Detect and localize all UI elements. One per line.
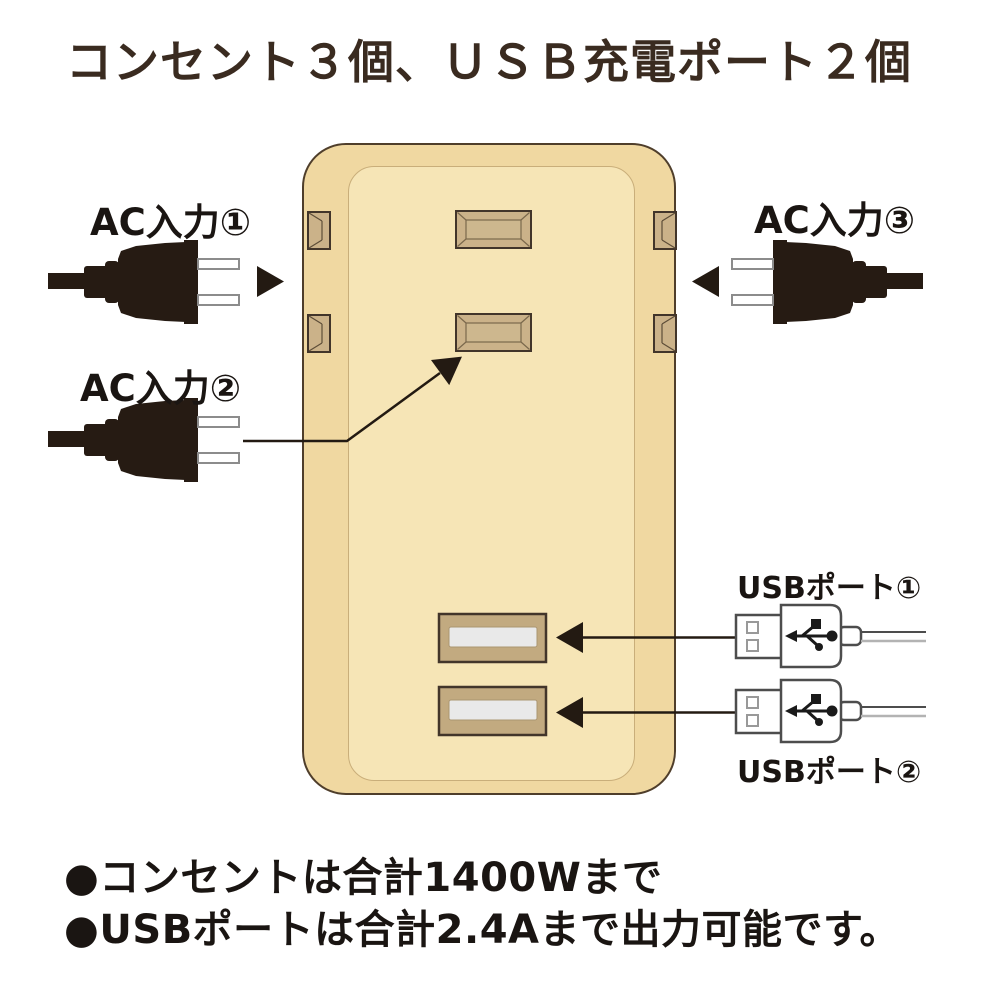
label-ac-input-1: AC入力① — [90, 201, 252, 244]
side-outlet-right-2 — [653, 314, 677, 353]
side-outlet-left-1 — [307, 211, 331, 250]
label-usb-port-1: USBポート① — [737, 571, 922, 606]
note-outlet-wattage: ●コンセントは合計1400Wまで — [64, 855, 663, 901]
arrow-ac2 — [243, 344, 472, 443]
arrow-usb1 — [556, 622, 737, 653]
side-outlet-left-2 — [307, 314, 331, 353]
arrow-usb2 — [556, 697, 737, 728]
usb-connector-1 — [734, 603, 928, 669]
power-strip-body — [302, 143, 676, 795]
power-strip-face — [348, 166, 635, 781]
page-title: コンセント３個、ＵＳＢ充電ポート２個 — [66, 35, 912, 89]
label-ac-input-3: AC入力③ — [754, 199, 916, 242]
ac-plug-1 — [47, 239, 240, 325]
note-usb-amperage: ●USBポートは合計2.4Aまで出力可能です。 — [64, 907, 900, 953]
ac-plug-3 — [731, 239, 924, 325]
side-outlet-right-1 — [653, 211, 677, 250]
usb-port-slot-2 — [437, 685, 548, 737]
arrow-ac3-icon — [692, 266, 719, 297]
usb-port-slot-1 — [437, 612, 548, 664]
ac-outlet-slot-2 — [455, 313, 532, 352]
usb-connector-2 — [734, 678, 928, 744]
label-ac-input-2: AC入力② — [80, 367, 242, 410]
label-usb-port-2: USBポート② — [737, 755, 922, 790]
ac-outlet-slot-1 — [455, 210, 532, 249]
arrow-ac1-icon — [257, 266, 284, 297]
